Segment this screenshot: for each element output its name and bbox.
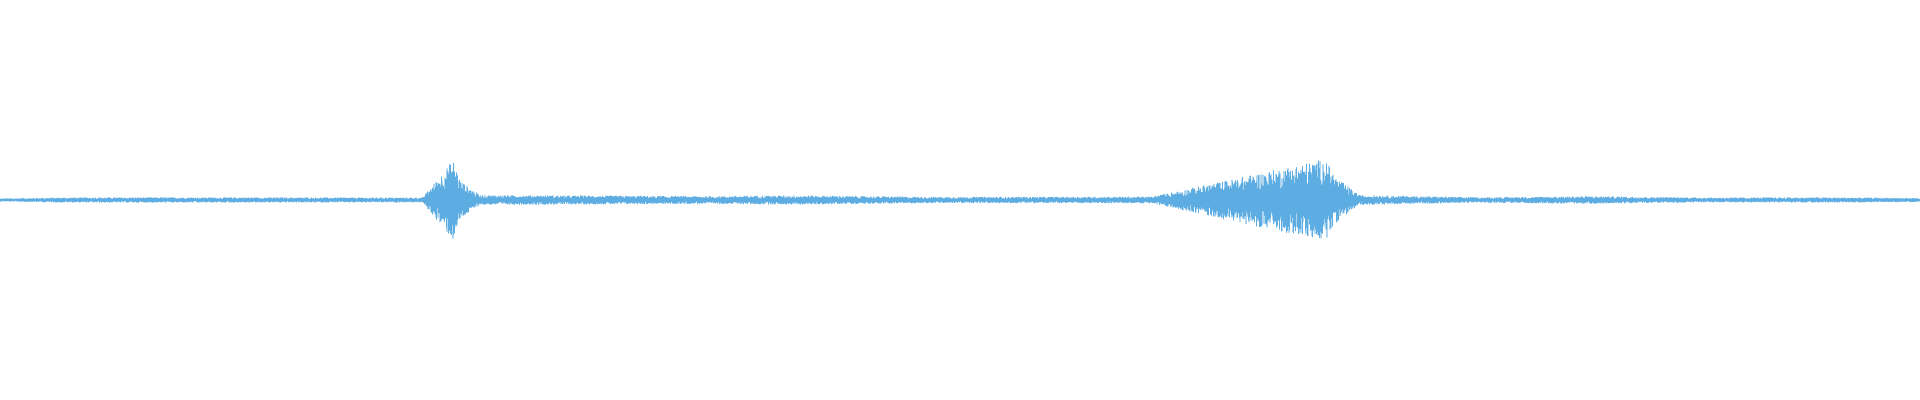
waveform-trace xyxy=(0,160,1920,239)
